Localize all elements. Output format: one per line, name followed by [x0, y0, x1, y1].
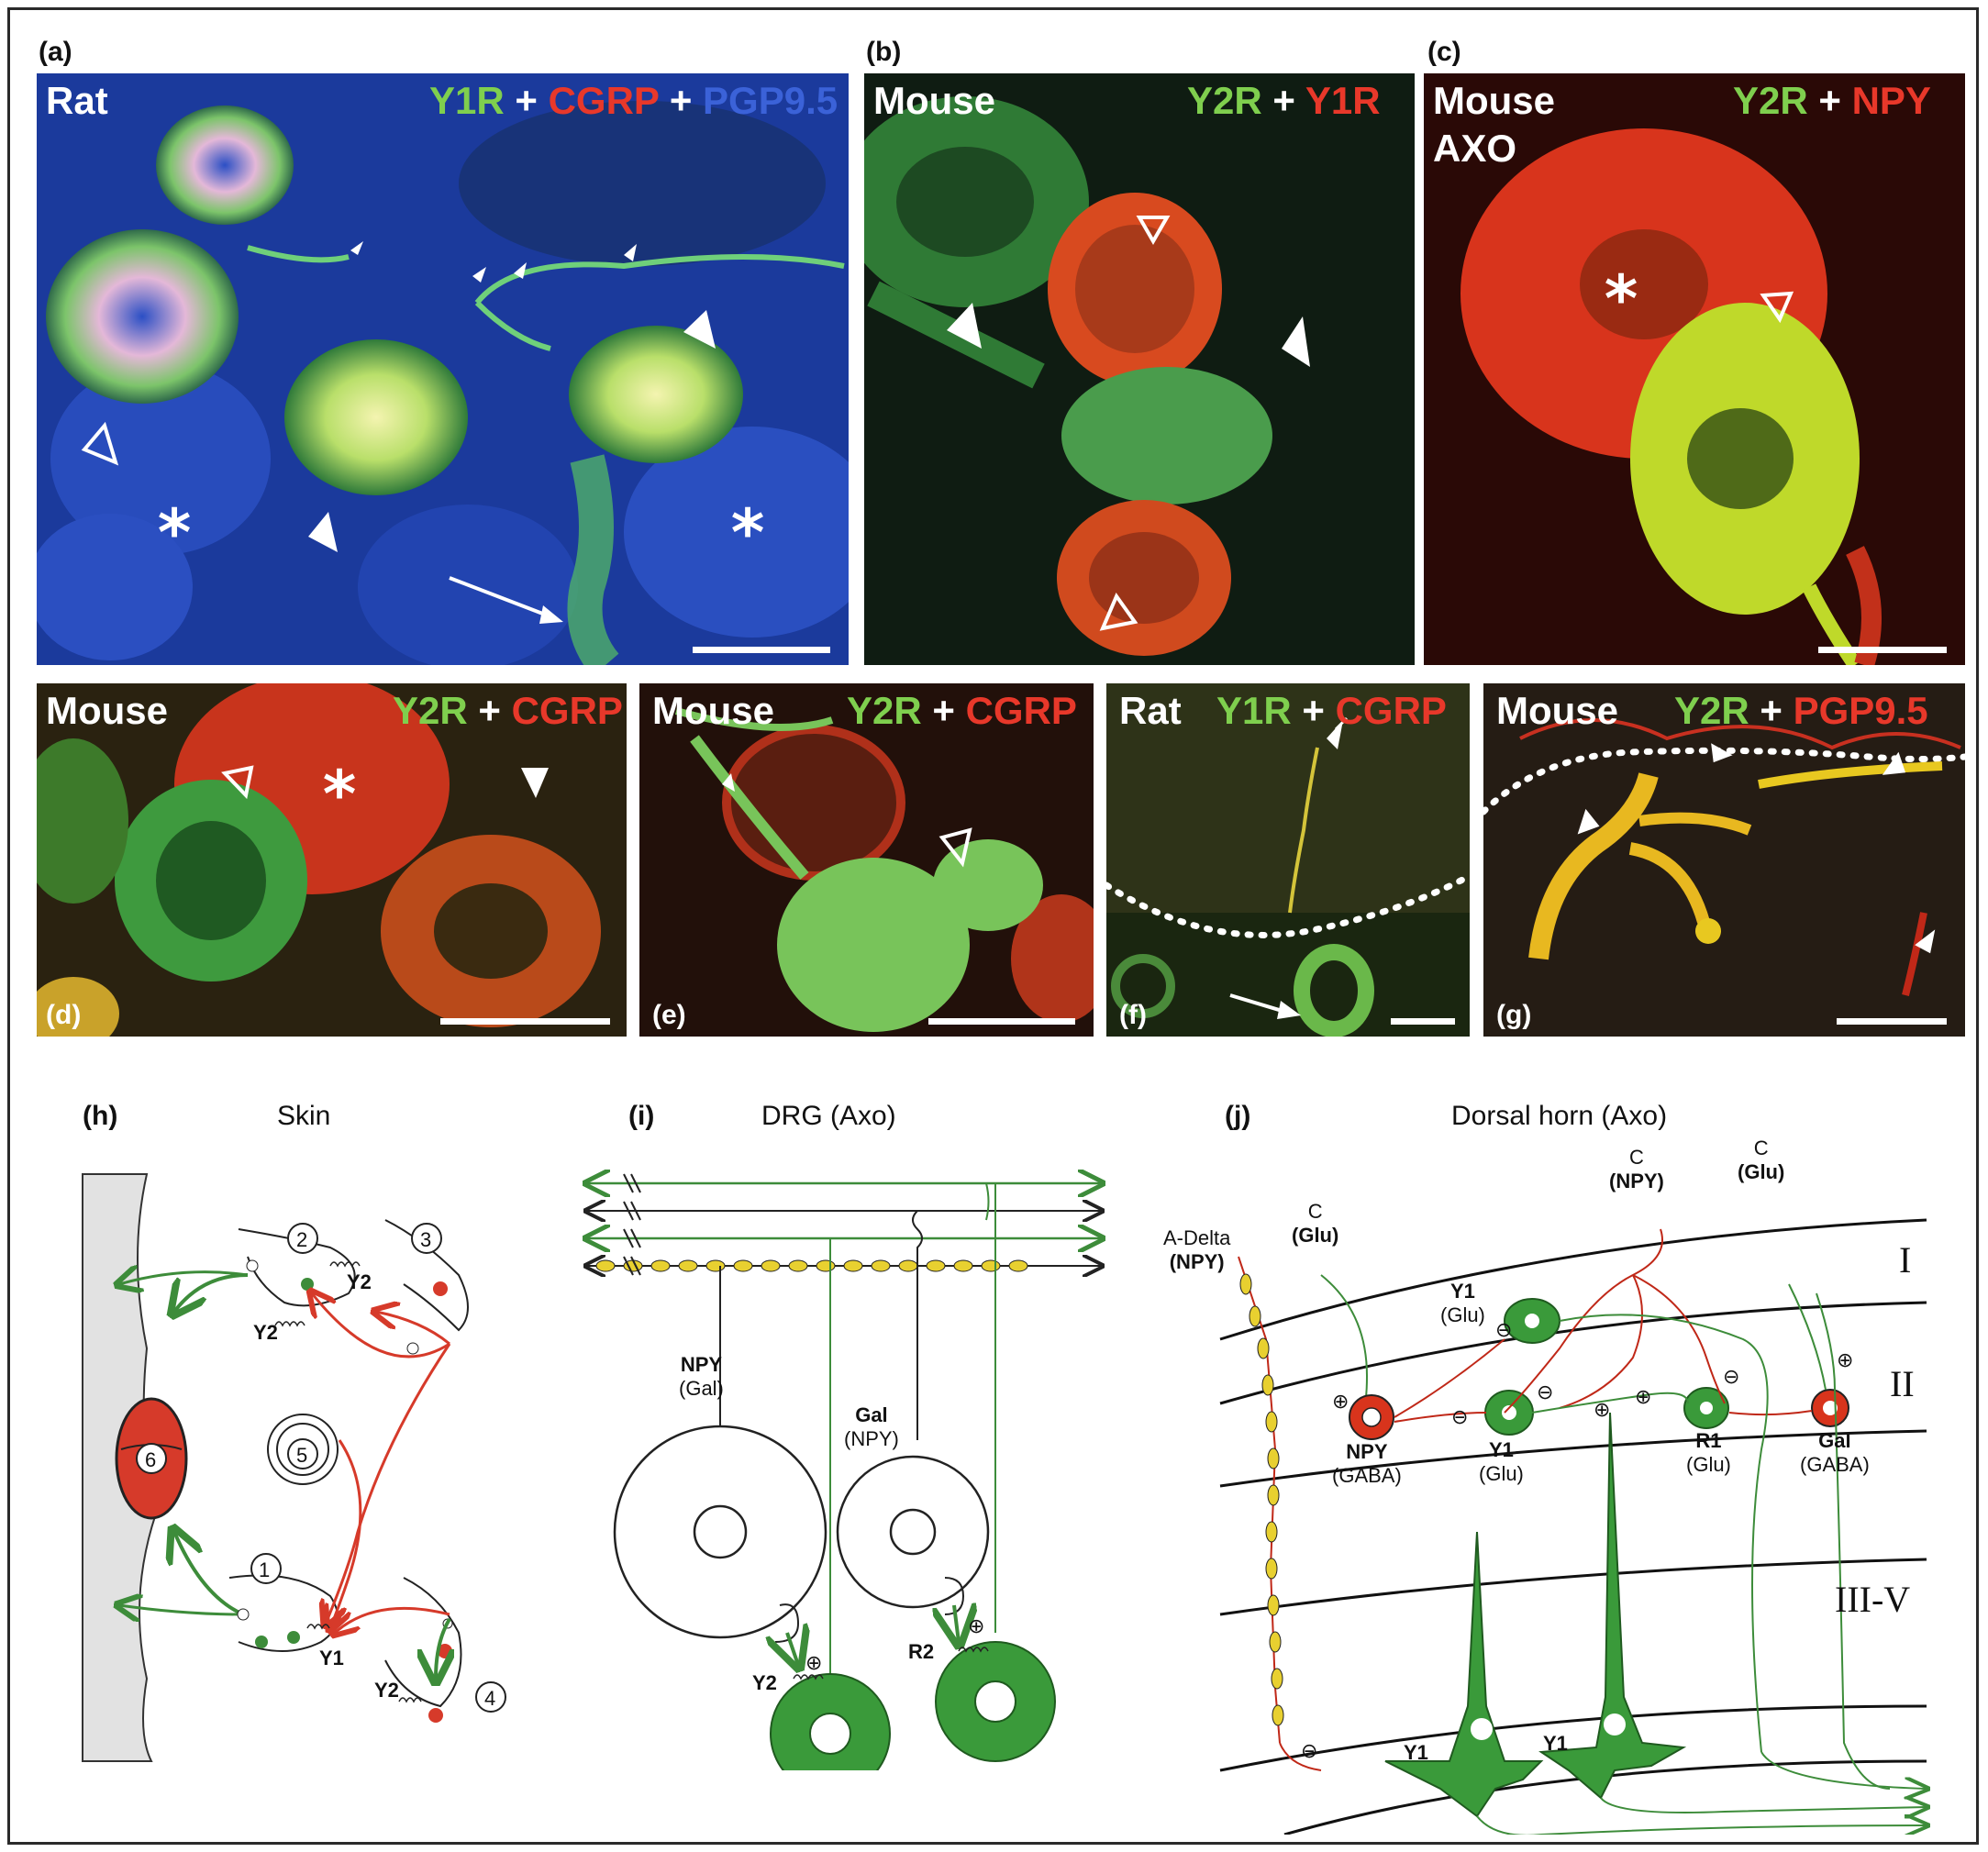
j-c1-label: C(Glu)	[1292, 1200, 1339, 1247]
svg-text:*: *	[1605, 261, 1638, 337]
panel-c-micrograph: * Mouse AXO Y2R + NPY	[1424, 73, 1965, 665]
h-cell-5: 5	[296, 1444, 308, 1467]
panel-f-letter: (f)	[1119, 1000, 1147, 1030]
h-cell-4: 4	[484, 1687, 496, 1710]
j-minus-4: ⊖	[1723, 1365, 1740, 1388]
j-gal-label: Gal(GABA)	[1800, 1429, 1870, 1476]
panel-c-letter: (c)	[1427, 37, 1461, 67]
i-plus-2: ⊕	[968, 1614, 985, 1637]
panel-d-markers: Y2R + CGRP	[393, 689, 623, 732]
h-y2-label-c: Y2	[374, 1679, 399, 1702]
panel-a-species: Rat	[46, 79, 108, 122]
i-y2-label: Y2	[752, 1671, 777, 1694]
svg-text:*: *	[323, 757, 357, 832]
panel-e-letter: (e)	[652, 1000, 686, 1030]
panel-a-markers: Y1R + CGRP + PGP9.5	[429, 79, 839, 122]
j-plus-2: ⊕	[1594, 1398, 1611, 1421]
j-minus-2: ⊖	[1451, 1405, 1469, 1428]
panel-j-dorsal-horn-diagram	[1219, 1218, 1963, 1835]
panel-j-title: Dorsal horn (Axo)	[1451, 1101, 1668, 1131]
j-y1-top-label: Y1(Glu)	[1440, 1280, 1485, 1326]
panel-d-micrograph: * Mouse Y2R + CGRP (d)	[37, 683, 627, 1037]
i-npy-label: NPY(Gal)	[679, 1353, 724, 1400]
panel-f-micrograph: Rat Y1R + CGRP (f)	[1106, 683, 1470, 1037]
panel-g-species: Mouse	[1496, 689, 1619, 732]
svg-text:*: *	[731, 495, 765, 571]
h-y2-label-b: Y2	[253, 1321, 278, 1344]
j-lamina-III-V: III-V	[1835, 1579, 1911, 1620]
j-minus-1: ⊖	[1495, 1318, 1513, 1341]
panel-h-title: Skin	[277, 1101, 331, 1131]
panel-g-micrograph: Mouse Y2R + PGP9.5 (g)	[1483, 683, 1965, 1037]
i-r2-label: R2	[908, 1640, 935, 1663]
j-y1-mid-label: Y1(Glu)	[1479, 1438, 1524, 1485]
h-y2-label-a: Y2	[347, 1270, 372, 1293]
panel-i-drg-diagram	[578, 1165, 1128, 1770]
h-cell-2: 2	[296, 1228, 308, 1251]
i-gal-label: Gal(NPY)	[844, 1403, 899, 1450]
j-c2-label: C(NPY)	[1609, 1146, 1664, 1192]
i-plus-1: ⊕	[805, 1651, 823, 1674]
j-lamina-I: I	[1899, 1239, 1912, 1281]
panel-e-species: Mouse	[652, 689, 775, 732]
panel-d-letter: (d)	[46, 1000, 82, 1030]
panel-c-species: Mouse	[1433, 79, 1556, 122]
j-lamina-II: II	[1890, 1363, 1915, 1404]
panel-a-micrograph: * * Rat Y1R + CGRP + PGP9.5	[37, 73, 849, 665]
j-r1-label: R1(Glu)	[1686, 1429, 1731, 1476]
h-y1-label: Y1	[319, 1647, 344, 1669]
j-y1-big2-label: Y1	[1543, 1732, 1568, 1755]
j-plus-3: ⊕	[1635, 1385, 1652, 1408]
panel-h-letter: (h)	[83, 1101, 118, 1131]
panel-e-micrograph: Mouse Y2R + CGRP (e)	[639, 683, 1094, 1037]
h-cell-3: 3	[420, 1228, 432, 1251]
j-npy-label: NPY(GABA)	[1332, 1440, 1402, 1487]
panel-b-micrograph: Mouse Y2R + Y1R	[864, 73, 1415, 665]
j-minus-5: ⊖	[1301, 1739, 1318, 1762]
panel-i-title: DRG (Axo)	[761, 1101, 896, 1131]
j-minus-3: ⊖	[1537, 1381, 1554, 1403]
panel-b-markers: Y2R + Y1R	[1187, 79, 1381, 122]
panel-i-letter: (i)	[628, 1101, 655, 1131]
panel-e-markers: Y2R + CGRP	[847, 689, 1077, 732]
panel-c-markers: Y2R + NPY	[1733, 79, 1931, 122]
h-cell-6: 6	[145, 1448, 157, 1471]
panel-f-species: Rat	[1119, 689, 1182, 732]
panel-a-letter: (a)	[39, 37, 72, 67]
figure-frame	[7, 7, 1979, 1845]
panel-g-markers: Y2R + PGP9.5	[1674, 689, 1928, 732]
panel-c-species2: AXO	[1433, 127, 1517, 170]
panel-f-markers: Y1R + CGRP	[1216, 689, 1447, 732]
panel-d-species: Mouse	[46, 689, 169, 732]
panel-g-letter: (g)	[1496, 1000, 1532, 1030]
panel-b-species: Mouse	[873, 79, 996, 122]
j-c3-label: C(Glu)	[1738, 1137, 1785, 1183]
j-adelta-label: A-Delta(NPY)	[1163, 1226, 1231, 1273]
panel-j-letter: (j)	[1225, 1101, 1251, 1131]
svg-text:*: *	[158, 495, 192, 571]
panel-h-skin-diagram	[82, 1173, 506, 1762]
j-y1-big1-label: Y1	[1404, 1741, 1428, 1764]
j-plus-4: ⊕	[1837, 1348, 1854, 1371]
h-cell-1: 1	[259, 1558, 271, 1581]
panel-b-letter: (b)	[866, 37, 902, 67]
j-plus-1: ⊕	[1332, 1390, 1349, 1413]
